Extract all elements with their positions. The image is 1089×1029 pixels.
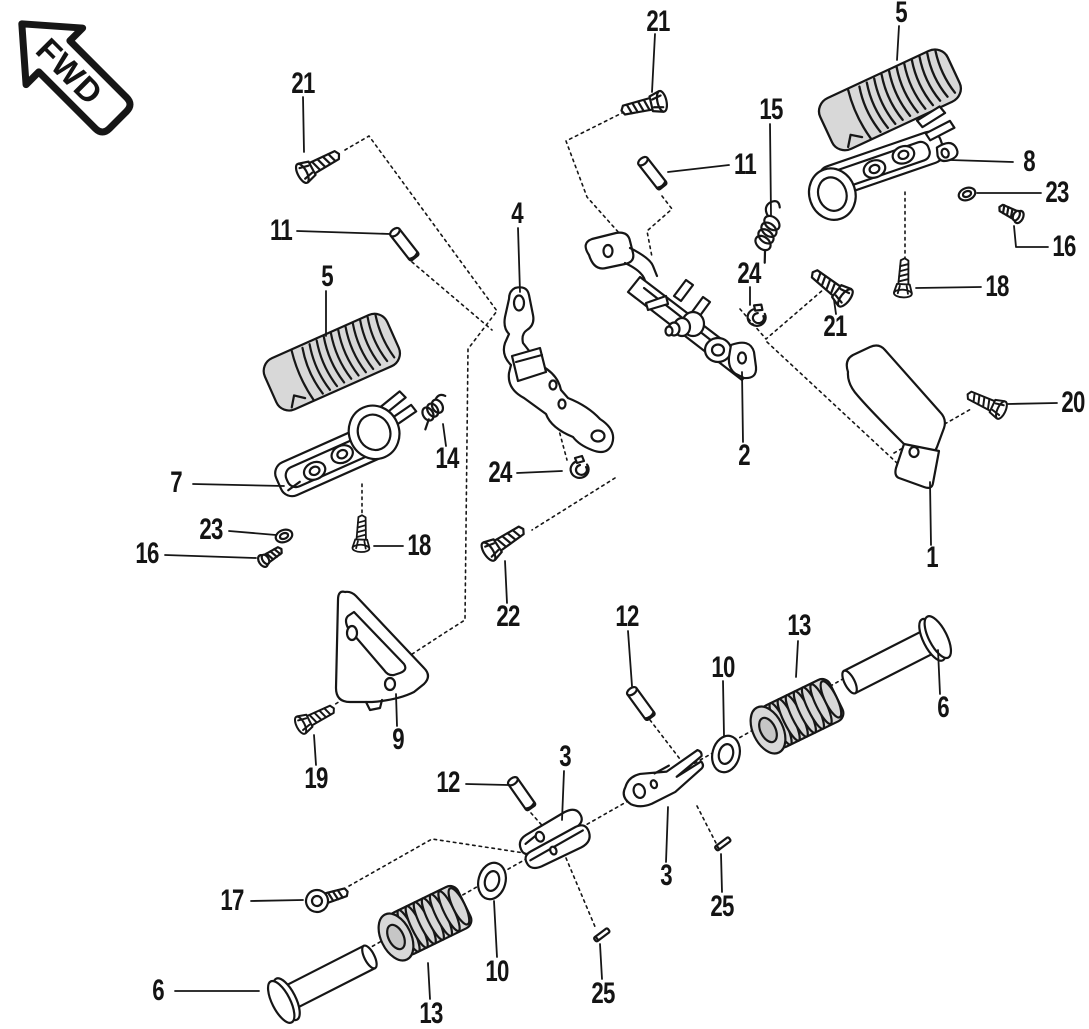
callout-6-bottom: 6 (152, 974, 164, 1007)
callout-12-right: 12 (615, 600, 639, 633)
part-17-socket-screw (302, 880, 352, 916)
fwd-arrow: FWD (18, 20, 134, 136)
part-5-footpeg-rubber-left (258, 308, 406, 417)
callout-5-left: 5 (321, 260, 333, 293)
callout-25-right: 25 (710, 890, 734, 923)
part-23-washer-left (272, 526, 296, 546)
callout-11-left: 11 (270, 214, 293, 247)
callout-11-top-middle: 11 (734, 148, 757, 181)
part-19-bolt (291, 698, 340, 737)
callout-3-right: 3 (660, 859, 672, 892)
part-9-side-bracket (334, 590, 430, 712)
part-12-pin-right (624, 684, 657, 722)
part-25-pin-right (713, 835, 733, 853)
callout-13-bottom: 13 (419, 997, 443, 1029)
part-11-pin-top-middle (635, 154, 669, 192)
callout-leader-lines (164, 25, 1058, 1000)
callout-4: 4 (511, 197, 523, 230)
callout-23-left: 23 (199, 513, 223, 546)
callout-15: 15 (759, 93, 783, 126)
callout-10-mid-right: 10 (711, 651, 735, 684)
callout-3-middle: 3 (559, 740, 571, 773)
callout-5-top-right: 5 (895, 0, 907, 29)
callout-12-left: 12 (436, 766, 460, 799)
part-3-joint-clamp (518, 808, 591, 870)
part-24-clip-right (745, 301, 769, 329)
part-18-bolt-right (892, 256, 915, 299)
callout-9: 9 (392, 723, 404, 756)
callout-18-right: 18 (985, 270, 1009, 303)
callout-20: 20 (1061, 386, 1085, 419)
callout-24-right: 24 (737, 257, 761, 290)
part-21-bolt-top-left (292, 143, 346, 186)
callout-18-left: 18 (407, 529, 431, 562)
part-10-washer-mid-right (707, 731, 745, 777)
part-25-pin-bottom (592, 926, 612, 944)
part-21-bolt-mid-right (805, 262, 857, 310)
part-14-spring (412, 391, 456, 431)
part-16-screw-right (995, 200, 1027, 226)
part-13-pivot-rubber-right (742, 673, 849, 761)
part-13-pivot-rubber-bottom-left (370, 880, 477, 968)
callout-2: 2 (738, 439, 750, 472)
callout-16-right: 16 (1052, 230, 1076, 263)
part-23-washer-right (955, 184, 979, 204)
assembly-dotted-lines (298, 108, 972, 989)
part-18-bolt-left (351, 514, 372, 554)
part-7-footpeg-bracket-left (274, 390, 418, 498)
part-5-footpeg-rubber-right (813, 43, 967, 157)
part-1-bracket-guard (845, 344, 946, 489)
part-2-footpeg-bar (584, 231, 758, 382)
part-20-bolt (962, 384, 1011, 422)
callout-6-right: 6 (937, 691, 949, 724)
callout-17: 17 (220, 884, 244, 917)
callout-19: 19 (304, 762, 328, 795)
part-10-washer-bottom-left (473, 858, 511, 904)
callout-7: 7 (170, 466, 182, 499)
part-6-pivot-pin-bottom-left (261, 933, 386, 1028)
part-15-spring (736, 197, 802, 264)
part-8-footpeg-bracket-right (807, 105, 959, 221)
part-22-bolt (477, 519, 531, 564)
callout-13-right: 13 (787, 609, 811, 642)
callout-22: 22 (496, 600, 520, 633)
part-4-bracket (502, 286, 615, 454)
part-24-clip-middle (569, 454, 590, 479)
callout-23-right: 23 (1045, 176, 1069, 209)
part-16-screw-left (255, 542, 287, 570)
part-21-bolt-top-middle (618, 88, 670, 122)
callout-1: 1 (926, 541, 938, 574)
callout-14: 14 (435, 442, 459, 475)
callout-16-left: 16 (135, 537, 159, 570)
callout-10-bottom: 10 (485, 955, 509, 988)
part-3-joint-clevis (622, 748, 705, 808)
part-12-pin-left (505, 774, 538, 813)
callout-21-top-middle: 21 (646, 5, 670, 38)
callout-8: 8 (1023, 145, 1035, 178)
callout-21-mid-right: 21 (823, 310, 847, 343)
callout-25-bottom: 25 (591, 977, 615, 1010)
callout-21-top-left: 21 (291, 67, 315, 100)
part-11-pin-left (387, 225, 421, 263)
callout-24-middle: 24 (488, 456, 512, 489)
